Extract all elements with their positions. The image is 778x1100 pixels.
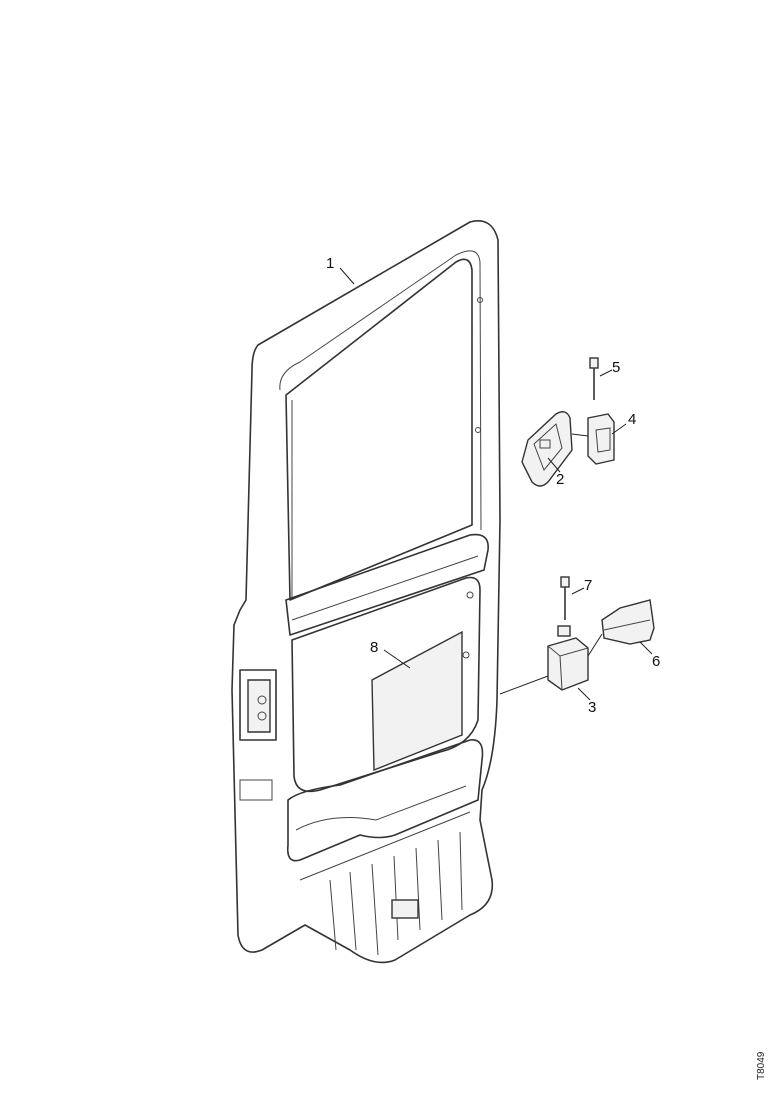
callout-8: 8 [370, 639, 378, 656]
leader-4 [611, 423, 627, 435]
handle-bracket [571, 413, 615, 465]
leader-6 [639, 641, 653, 655]
leader-5 [599, 369, 613, 377]
leader-1 [339, 267, 355, 285]
drawing-code: T8049 [756, 1051, 767, 1080]
leader-2 [547, 457, 561, 473]
callout-5: 5 [612, 359, 620, 376]
callout-3: 3 [588, 699, 596, 716]
trim-panel [371, 630, 463, 772]
leader-8 [383, 649, 411, 669]
callout-6: 6 [652, 653, 660, 670]
leader-lines [339, 267, 653, 701]
callout-7: 7 [584, 577, 592, 594]
lock-bracket [587, 599, 655, 657]
leader-3 [577, 687, 591, 701]
lock-actuator [499, 625, 589, 695]
callout-2: 2 [556, 471, 564, 488]
lock-screw [560, 576, 570, 620]
handle-screw [589, 357, 599, 400]
callout-1: 1 [326, 255, 334, 272]
callouts: 1 2 3 4 5 6 7 8 [326, 255, 660, 716]
door-frame [231, 220, 501, 964]
leader-7 [571, 587, 585, 595]
interior-handle [521, 411, 573, 487]
callout-4: 4 [628, 411, 636, 428]
